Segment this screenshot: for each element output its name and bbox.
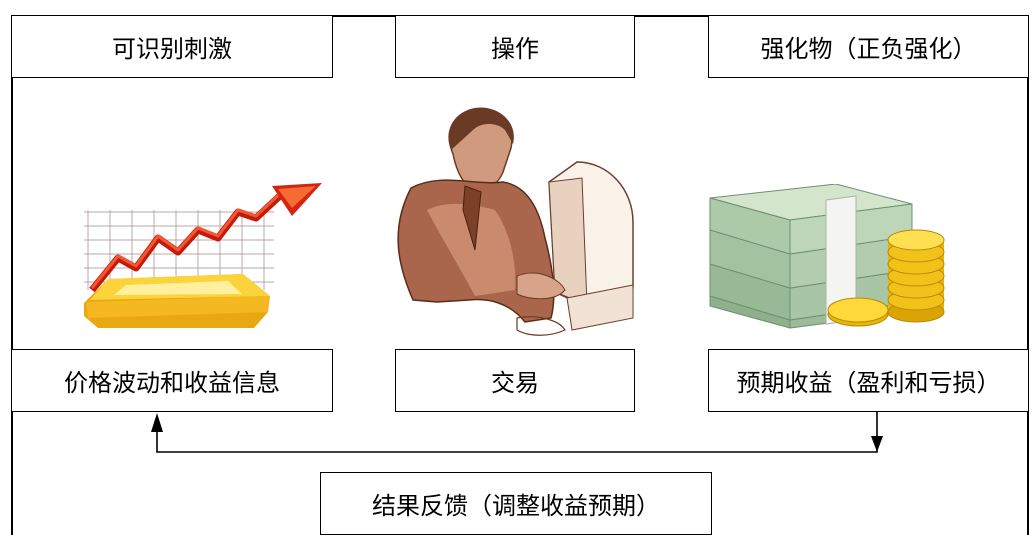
trade-label: 交易	[491, 369, 539, 397]
arrowhead-down	[871, 436, 883, 452]
arrowhead-up	[151, 413, 163, 432]
expected-return-label: 预期收益（盈利和亏损）	[736, 369, 1001, 397]
rising-chart-icon	[78, 178, 328, 330]
reinforcer-label: 强化物（正负强化）	[760, 35, 977, 63]
expected-return-box: 预期收益（盈利和亏损）	[708, 349, 1029, 412]
reinforcer-box: 强化物（正负强化）	[708, 15, 1029, 78]
feedback-box: 结果反馈（调整收益预期）	[320, 472, 712, 535]
price-info-label: 价格波动和收益信息	[64, 369, 280, 397]
operation-label: 操作	[491, 35, 539, 63]
price-info-box: 价格波动和收益信息	[11, 349, 333, 412]
trader-at-computer-icon	[377, 100, 637, 345]
feedback-label: 结果反馈（调整收益预期）	[372, 492, 660, 520]
operation-box: 操作	[395, 15, 635, 78]
stimulus-label: 可识别刺激	[112, 35, 232, 63]
money-and-coins-icon	[706, 184, 950, 334]
stimulus-box: 可识别刺激	[11, 15, 333, 78]
trade-box: 交易	[395, 349, 635, 412]
